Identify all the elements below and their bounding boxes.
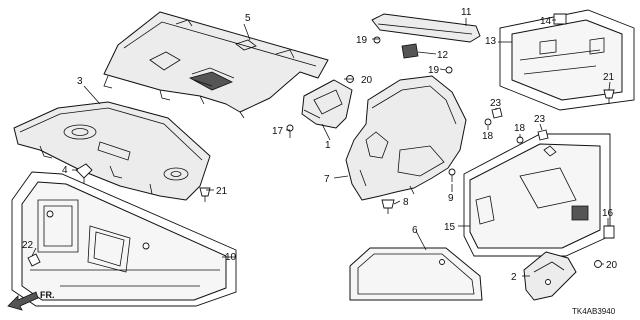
- callout-20-upper: 20: [361, 75, 373, 86]
- callout-4: 4: [62, 165, 68, 176]
- direction-label: FR.: [40, 290, 55, 300]
- front-direction-arrow: FR.: [7, 290, 55, 311]
- callout-13: 13: [485, 36, 497, 47]
- callout-5: 5: [245, 13, 251, 24]
- bulkhead-panel: [11, 171, 237, 307]
- callout-18-upper: 18: [482, 131, 494, 142]
- screw-9: [448, 168, 456, 182]
- callout-19-upper: 19: [356, 35, 368, 46]
- clip-4: [75, 163, 93, 184]
- callout-10: 10: [225, 252, 237, 263]
- trunk-side-lining: [345, 75, 467, 201]
- diagram-code: TK4AB3940: [572, 307, 616, 316]
- callout-23-upper: 23: [490, 98, 502, 109]
- clip-22: [27, 253, 41, 267]
- nut-20-lower: [594, 260, 602, 268]
- leader-lines: [31, 18, 611, 277]
- callout-21-right: 21: [603, 72, 615, 83]
- trunk-lining-right: [463, 133, 611, 257]
- rear-panel-lining: [499, 9, 635, 111]
- clip-23-lower: [537, 129, 549, 141]
- callout-12: 12: [437, 50, 449, 61]
- clip-16: [603, 225, 615, 239]
- callout-21-left: 21: [216, 186, 228, 197]
- callout-14: 14: [540, 16, 552, 27]
- callout-6: 6: [412, 225, 418, 236]
- callout-15: 15: [444, 222, 456, 233]
- callout-2: 2: [511, 272, 517, 283]
- callout-22: 22: [22, 240, 34, 251]
- callout-8: 8: [403, 197, 409, 208]
- screw-18-upper: [484, 118, 492, 126]
- callout-20-lower: 20: [606, 260, 618, 271]
- clip-23-upper: [491, 107, 503, 119]
- callout-9: 9: [448, 193, 454, 204]
- clip-8: [381, 199, 395, 214]
- rear-shelf-tray: [13, 101, 211, 201]
- side-trim-1: [301, 79, 353, 129]
- callout-labels: 5 3 4 10 21 22 17 1 20 7 8 9 6 19 19 12 …: [22, 7, 618, 283]
- trim-strip-11: [371, 13, 481, 43]
- callout-18-lower: 18: [514, 123, 526, 134]
- callout-23-lower: 23: [534, 114, 546, 125]
- screw-19-lower: [445, 66, 453, 74]
- callout-1: 1: [325, 140, 331, 151]
- cap-14: [553, 13, 567, 25]
- callout-3: 3: [77, 76, 83, 87]
- callout-11: 11: [461, 7, 472, 18]
- screw-17: [286, 124, 294, 138]
- callout-16: 16: [602, 208, 614, 219]
- bracket-12: [401, 43, 419, 59]
- screw-19-upper: [373, 36, 381, 44]
- bracket-2: [523, 251, 577, 301]
- callout-19-lower: 19: [428, 65, 440, 76]
- clip-21-right: [603, 89, 615, 104]
- trunk-floor-mat: [349, 247, 483, 301]
- rear-tray-panel: [103, 11, 329, 119]
- callout-17: 17: [272, 126, 284, 137]
- callout-7: 7: [324, 174, 330, 185]
